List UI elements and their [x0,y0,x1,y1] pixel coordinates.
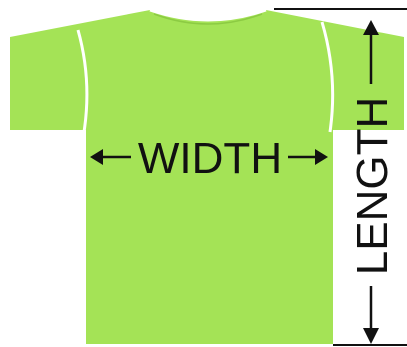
arrow-down-icon [363,286,379,344]
length-label: LENGTH [348,97,397,275]
width-label: WIDTH [138,134,282,183]
